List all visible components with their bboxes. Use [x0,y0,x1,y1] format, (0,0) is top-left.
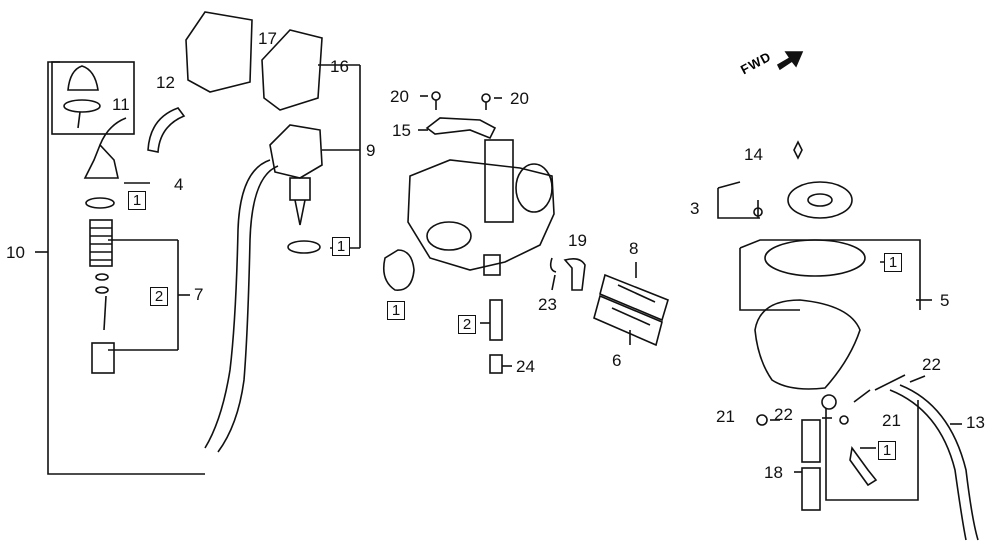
callout-8: 8 [629,239,639,258]
callout-23: 23 [538,295,557,314]
callout-20: 20 [510,89,529,108]
callout-17: 17 [258,29,277,48]
callout-3: 3 [690,199,700,218]
float-bowl [739,239,979,541]
part-8-screw [599,262,669,322]
part-20-screws [420,91,502,110]
callout-10: 10 [6,243,25,262]
callout-24: 24 [516,357,535,376]
callout-box-1: 1 [878,441,896,460]
callout-18: 18 [764,463,783,482]
callout-7: 7 [194,285,204,304]
callout-15: 15 [392,121,411,140]
fwd-arrow-icon [776,51,804,71]
callout-box-2: 2 [150,287,168,306]
callout-21: 21 [882,411,901,430]
callout-4: 4 [174,175,184,194]
callout-9: 9 [366,141,376,160]
callout-16: 16 [330,57,349,76]
callout-11: 11 [112,95,130,114]
carburetor-body [382,117,555,291]
part-12-elbow [147,107,186,153]
part-11-cap [51,61,135,135]
callout-box-1: 1 [884,253,902,272]
part-9-starter [204,124,360,453]
callout-13: 13 [966,413,985,432]
part-16-cover [261,29,323,111]
callout-box-1: 1 [332,237,350,256]
part-spring [89,219,113,267]
callout-20: 20 [390,87,409,106]
part-3-float [717,140,853,219]
callout-box-1: 1 [387,301,405,320]
bracket-10 [35,61,205,475]
part-4-top [83,117,150,209]
callout-22: 22 [774,405,793,424]
part-17-cover [185,11,253,93]
callout-box-1: 1 [128,191,146,210]
callout-12: 12 [156,73,175,92]
callout-22: 22 [922,355,941,374]
part-6-screw [593,294,663,347]
callout-19: 19 [568,231,587,250]
callout-14: 14 [744,145,763,164]
callout-box-2: 2 [458,315,476,334]
callout-21: 21 [716,407,735,426]
callout-5: 5 [940,291,950,310]
part-7-group [91,239,190,374]
callout-6: 6 [612,351,622,370]
